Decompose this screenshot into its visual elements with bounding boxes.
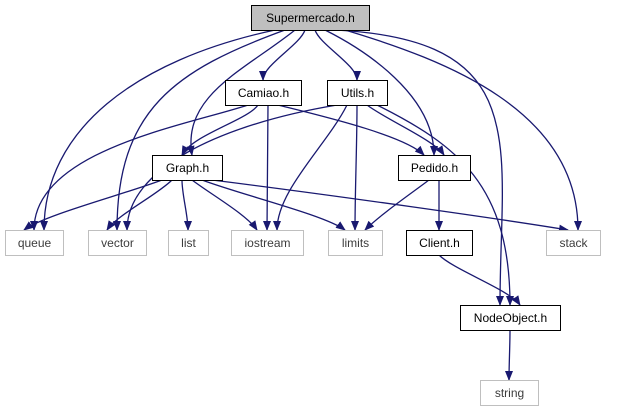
node-box-string xyxy=(480,380,539,406)
node-label-utils: Utils.h xyxy=(341,86,374,100)
node-label-nodeobject: NodeObject.h xyxy=(474,311,547,325)
node-pedido[interactable]: Pedido.h xyxy=(398,155,471,181)
edge-graph-to-vector xyxy=(106,179,173,231)
node-vector: vector xyxy=(88,230,147,256)
edge-utils-to-pedido xyxy=(366,104,445,156)
edge-utils-to-limits xyxy=(351,104,360,231)
edge-camiao-to-queue xyxy=(30,104,249,231)
edge-camiao-to-graph xyxy=(181,104,259,156)
edge-supermercado-to-nodeobject xyxy=(334,29,505,306)
node-utils[interactable]: Utils.h xyxy=(327,80,388,106)
node-camiao[interactable]: Camiao.h xyxy=(225,80,302,106)
node-label-client: Client.h xyxy=(419,236,460,250)
edge-supermercado-to-utils xyxy=(314,29,361,81)
edge-client-to-nodeobject xyxy=(438,254,521,306)
node-label-string: string xyxy=(495,386,524,400)
node-label-graph: Graph.h xyxy=(166,161,209,175)
node-box-camiao xyxy=(225,80,302,106)
node-nodeobject[interactable]: NodeObject.h xyxy=(460,305,561,331)
node-box-utils xyxy=(327,80,388,106)
node-graph[interactable]: Graph.h xyxy=(152,155,223,181)
node-queue: queue xyxy=(5,230,64,256)
node-box-iostream xyxy=(231,230,304,256)
edge-utils-to-iostream xyxy=(273,104,348,231)
edges-layer xyxy=(23,29,582,381)
node-label-vector: vector xyxy=(101,236,134,250)
node-box-client xyxy=(406,230,473,256)
edge-supermercado-to-pedido xyxy=(324,29,438,156)
edge-graph-to-queue xyxy=(23,179,163,231)
node-label-queue: queue xyxy=(18,236,52,250)
node-box-stack xyxy=(546,230,601,256)
edge-supermercado-to-stack xyxy=(344,29,582,231)
node-box-nodeobject xyxy=(460,305,561,331)
node-stack: stack xyxy=(546,230,601,256)
edge-pedido-to-limits xyxy=(364,179,430,231)
node-supermercado[interactable]: Supermercado.h xyxy=(251,5,370,31)
edge-graph-to-list xyxy=(181,179,192,231)
node-box-limits xyxy=(328,230,383,256)
edge-nodeobject-to-string xyxy=(505,329,514,381)
edge-utils-to-nodeobject xyxy=(376,104,514,306)
edge-camiao-to-pedido xyxy=(277,104,425,156)
edge-supermercado-to-camiao xyxy=(259,29,306,81)
node-limits: limits xyxy=(328,230,383,256)
node-label-camiao: Camiao.h xyxy=(238,86,289,100)
node-box-list xyxy=(168,230,209,256)
node-string: string xyxy=(480,380,539,406)
edge-supermercado-to-graph xyxy=(186,29,296,156)
node-label-stack: stack xyxy=(559,236,588,250)
node-box-vector xyxy=(88,230,147,256)
edge-supermercado-to-vector xyxy=(113,29,286,231)
node-label-limits: limits xyxy=(342,236,369,250)
edge-graph-to-stack xyxy=(211,179,569,233)
edge-graph-to-limits xyxy=(201,179,346,231)
node-box-supermercado xyxy=(251,5,370,31)
node-client[interactable]: Client.h xyxy=(406,230,473,256)
node-box-queue xyxy=(5,230,64,256)
node-box-pedido xyxy=(398,155,471,181)
edge-camiao-to-iostream xyxy=(263,104,272,231)
edge-supermercado-to-queue xyxy=(40,29,276,231)
node-label-pedido: Pedido.h xyxy=(411,161,458,175)
edge-graph-to-iostream xyxy=(191,179,258,231)
edge-utils-to-vector xyxy=(123,104,338,231)
node-label-supermercado: Supermercado.h xyxy=(266,11,355,25)
node-iostream: iostream xyxy=(231,230,304,256)
node-label-iostream: iostream xyxy=(244,236,290,250)
node-box-graph xyxy=(152,155,223,181)
node-label-list: list xyxy=(181,236,196,250)
node-list: list xyxy=(168,230,209,256)
